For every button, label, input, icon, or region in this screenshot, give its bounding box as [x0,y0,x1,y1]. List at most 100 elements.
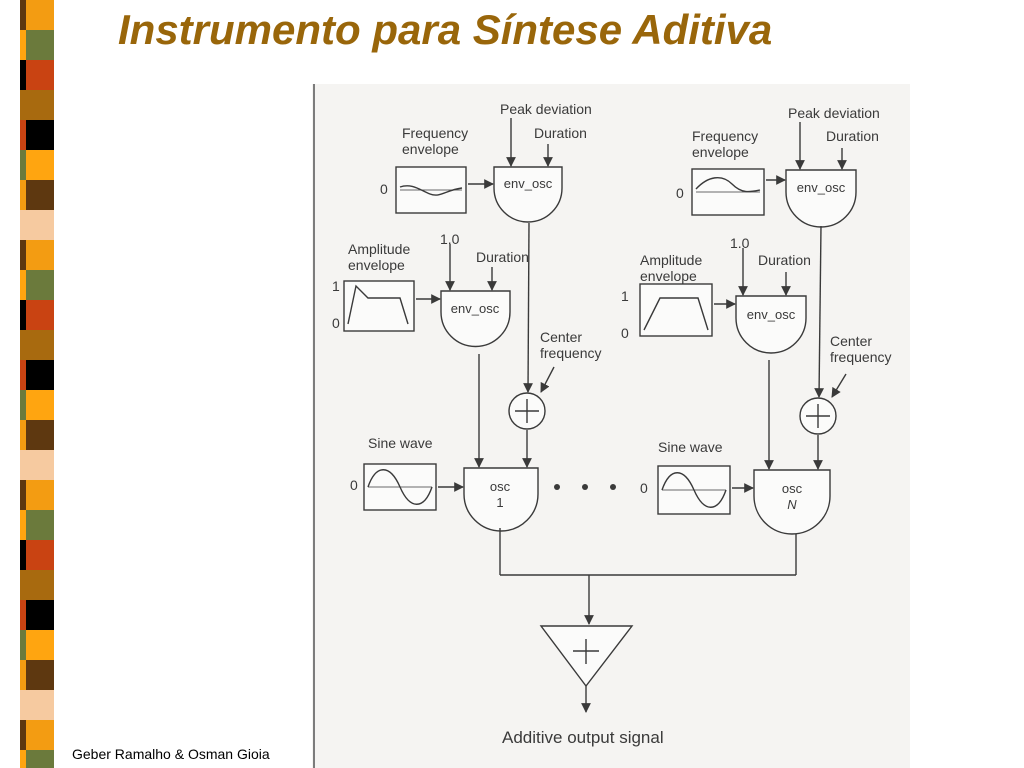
voice1-oscillator-label-line2: 1 [496,495,503,510]
stripe-block [26,420,54,450]
voicen-oscillator-label-line1: osc [782,481,803,496]
stripe-block [26,510,54,540]
voice1-frequency-envelope-label-line2: envelope [402,141,459,157]
stripe-block [26,90,54,120]
slide-title: Instrumento para Síntese Aditiva [118,6,773,53]
voicen-oscillator-label-line2: N [787,497,797,512]
voicen-center-frequency-label-line1: Center [830,333,872,349]
voicen-sine-wave-label: Sine wave [658,439,723,455]
voice1-oscillator-unit [463,467,539,532]
stripe-block-edge [20,570,26,600]
voice1-duration-label: Duration [534,125,587,141]
stripe-block-edge [20,0,26,30]
voice1-amplitude-duration-label: Duration [476,249,529,265]
diagram-figure: Peak deviation Duration Frequency envelo… [312,84,910,768]
stripe-block [26,150,54,180]
voice1-frequency-envelope-label-line1: Frequency [402,125,468,141]
stripe-block [26,120,54,150]
voice1-amplitude-envelope-box [343,280,415,332]
stripe-block [26,0,54,30]
voice1-env-osc-amplitude-unit [440,290,511,348]
stripe-block [26,660,54,690]
stripe-block [26,330,54,360]
voicen-env-osc-amplitude-label: env_osc [747,307,796,322]
stripe-block-edge [20,660,26,690]
stripe-block-edge [20,630,26,660]
voicen-one-point-zero-label: 1.0 [730,235,750,251]
stripe-block-edge [20,750,26,768]
stripe-block [26,210,54,240]
voice1-one-point-zero-label: 1.0 [440,231,460,247]
voicen-frequency-envelope-label-line2: envelope [692,144,749,160]
slide-footer-authors: Geber Ramalho & Osman Gioia [72,746,270,762]
voicen-amplitude-envelope-box [639,283,713,337]
voicen-amplitude-envelope-zero: 0 [621,325,629,341]
voice1-env-osc-frequency-label: env_osc [504,176,553,191]
stripe-block-edge [20,690,26,720]
stripe-block-edge [20,360,26,390]
voice1-amplitude-envelope-one: 1 [332,278,340,294]
stripe-block [26,450,54,480]
stripe-block [26,720,54,750]
stripe-block [26,630,54,660]
voice1-sine-wave-zero: 0 [350,477,358,493]
stripe-block-edge [20,330,26,360]
voicen-frequency-envelope-zero: 0 [676,185,684,201]
voicen-frequency-envelope-label-line1: Frequency [692,128,758,144]
voicen-center-frequency-label-line2: frequency [830,349,891,365]
stripe-block [26,270,54,300]
voicen-amplitude-duration-label: Duration [758,252,811,268]
voicen-amplitude-envelope-label-line2: envelope [640,268,697,284]
voice1-env-osc-amplitude-label: env_osc [451,301,500,316]
stripe-block [26,60,54,90]
stripe-block-edge [20,210,26,240]
stripe-block-edge [20,120,26,150]
stripe-block [26,570,54,600]
stripe-block-edge [20,420,26,450]
stripe-block [26,360,54,390]
stripe-block [26,600,54,630]
stripe-block-edge [20,300,26,330]
voice1-amplitude-envelope-label-line1: Amplitude [348,241,410,257]
stripe-block-edge [20,540,26,570]
voicen-amplitude-envelope-curve [643,297,709,331]
voicen-sine-wave-curve [661,472,727,508]
voice1-frequency-envelope-zero: 0 [380,181,388,197]
voice1-frequency-envelope-curve [399,185,463,196]
voice1-env-osc-frequency-unit [493,166,563,223]
voice1-sine-wave-curve [367,469,433,505]
voice1-peak-deviation-label: Peak deviation [500,101,592,117]
voicen-env-osc-frequency-label: env_osc [797,180,846,195]
stripe-block [26,300,54,330]
stripe-block-edge [20,390,26,420]
voicen-peak-deviation-label: Peak deviation [788,105,880,121]
additive-output-signal-label: Additive output signal [502,728,664,747]
voicen-amplitude-envelope-label-line1: Amplitude [640,252,702,268]
voice-ellipsis-dots [554,484,616,490]
stripe-block-edge [20,510,26,540]
stripe-block [26,480,54,510]
stripe-block-edge [20,60,26,90]
stripe-block-edge [20,180,26,210]
stripe-block-edge [20,30,26,60]
stripe-block [26,690,54,720]
voice1-center-frequency-label-line2: frequency [540,345,601,361]
stripe-block-edge [20,720,26,750]
stripe-block-edge [20,270,26,300]
voicen-duration-label: Duration [826,128,879,144]
voice1-amplitude-envelope-label-line2: envelope [348,257,405,273]
stripe-block [26,240,54,270]
stripe-block-edge [20,90,26,120]
stripe-block [26,390,54,420]
stripe-block [26,30,54,60]
stripe-block [26,180,54,210]
stripe-block [26,750,54,768]
voicen-env-osc-amplitude-unit [735,295,807,354]
stripe-block-edge [20,150,26,180]
voice1-amplitude-envelope-zero: 0 [332,315,340,331]
voicen-env-osc-frequency-unit [785,169,857,228]
stripe-block [26,540,54,570]
voicen-sine-wave-zero: 0 [640,480,648,496]
stripe-block-edge [20,450,26,480]
stripe-block-edge [20,240,26,270]
